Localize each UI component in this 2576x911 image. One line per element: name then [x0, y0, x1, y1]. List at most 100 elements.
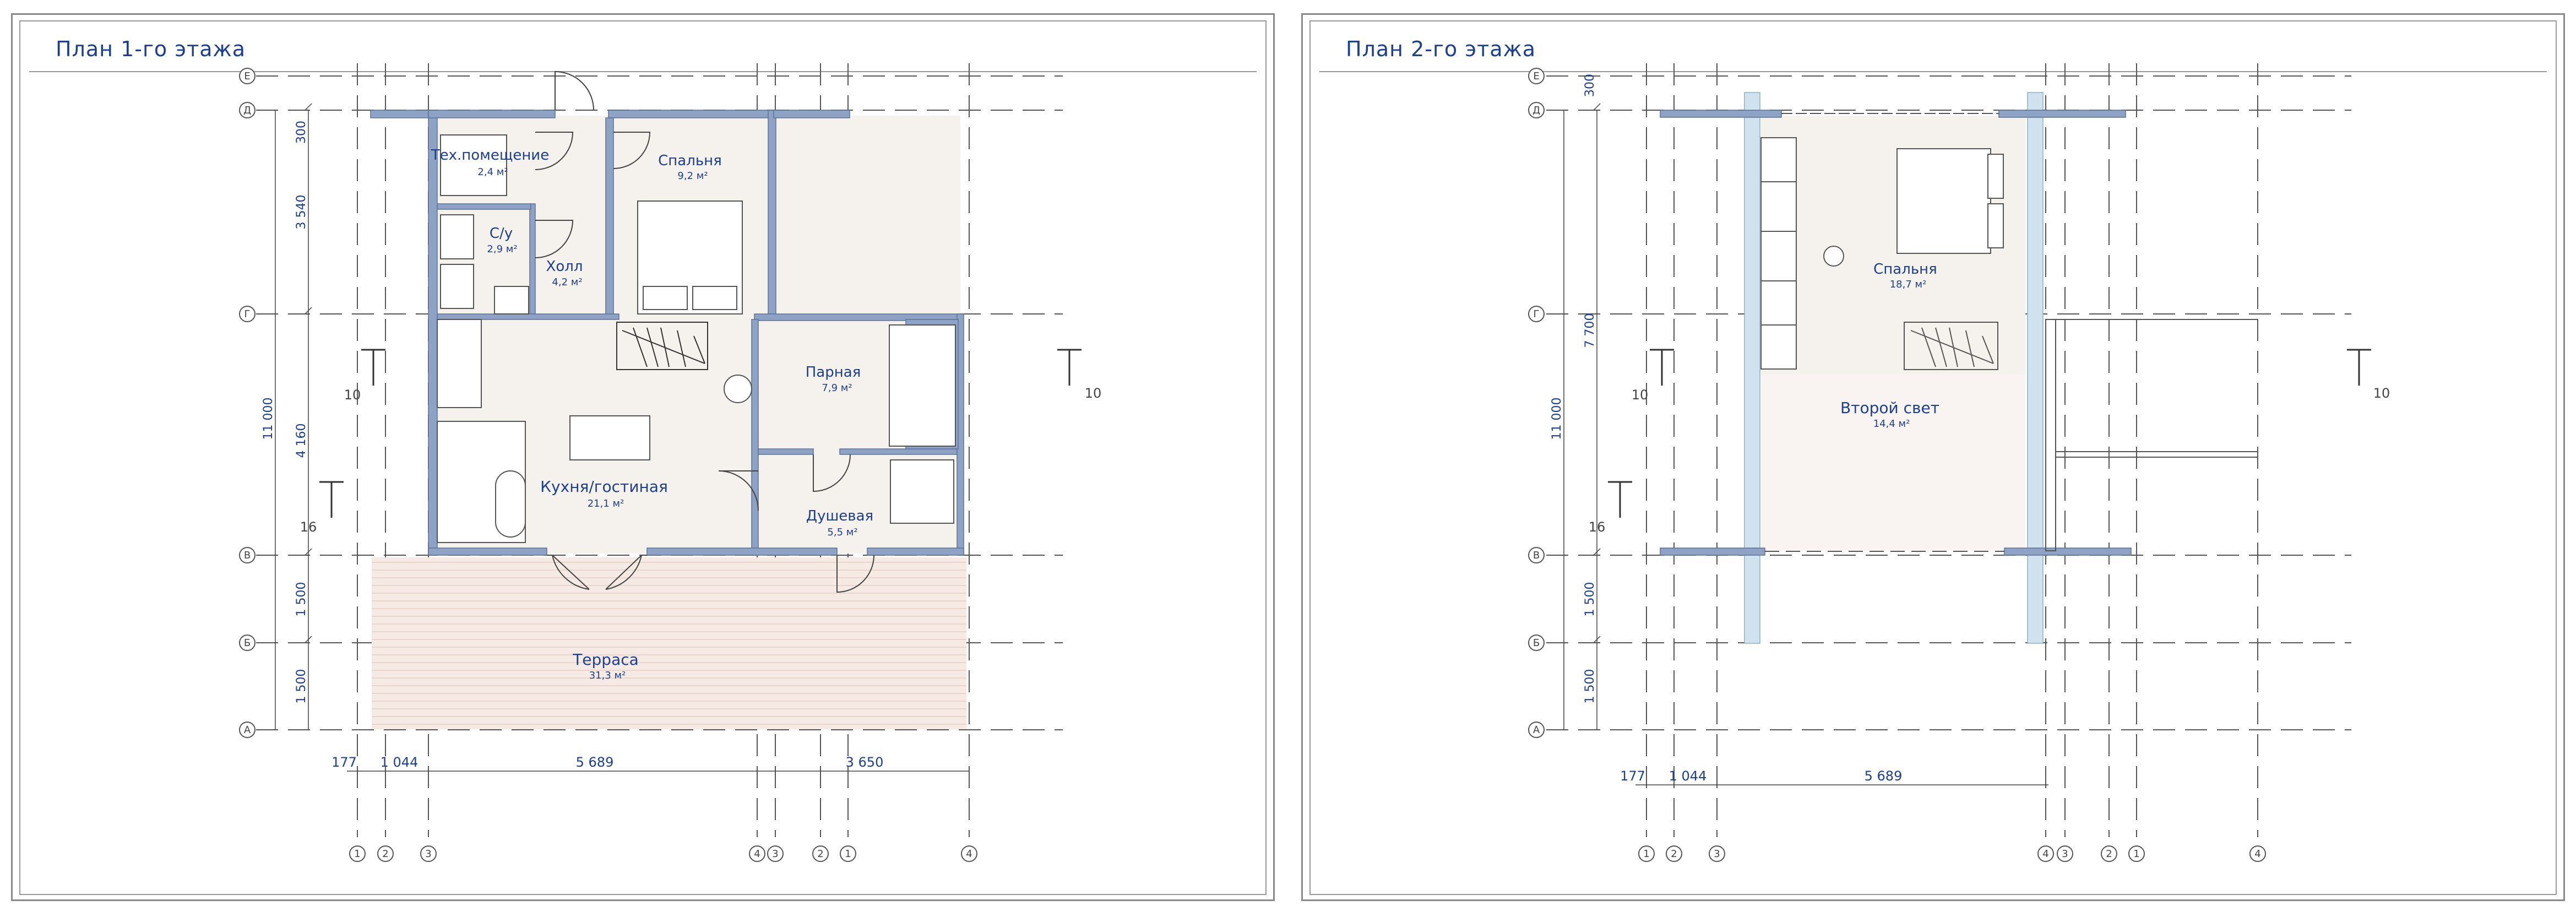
room-area: 31,3 м²	[589, 670, 626, 681]
sheet-frame	[1309, 20, 2557, 895]
sheet-title: План 1-го этажа	[56, 37, 246, 61]
axis-marker: Д	[239, 102, 256, 118]
svg-text:16: 16	[1589, 519, 1606, 535]
bed	[1896, 148, 2004, 254]
svg-text:11 000: 11 000	[1550, 398, 1564, 440]
svg-text:В: В	[1533, 550, 1540, 561]
svg-text:4: 4	[754, 848, 760, 860]
svg-text:1 500: 1 500	[1583, 669, 1597, 704]
room-name: Второй свет	[1840, 399, 1939, 417]
room-name: Терраса	[572, 650, 639, 669]
svg-text:Г: Г	[1534, 308, 1540, 320]
axis-markers-rows: Е Д Г В Б А	[239, 68, 256, 738]
title-divider	[1319, 71, 2547, 72]
svg-text:Е: Е	[244, 71, 250, 82]
axis-markers-cols: 1 2 3 4 3 2 1 4	[1638, 845, 2266, 862]
room-area: 2,4 м²	[477, 166, 508, 178]
svg-text:10: 10	[1085, 386, 1102, 401]
svg-text:3 650: 3 650	[846, 755, 884, 770]
room-area: 5,5 м²	[827, 527, 857, 538]
chair	[1823, 246, 1844, 267]
room-area: 14,4 м²	[1873, 418, 1910, 430]
svg-text:1: 1	[354, 848, 360, 860]
axis-marker: В	[239, 547, 256, 563]
svg-text:Е: Е	[1533, 71, 1539, 82]
svg-text:1: 1	[845, 848, 851, 860]
svg-text:10: 10	[2373, 386, 2390, 401]
svg-text:Б: Б	[1533, 637, 1540, 649]
dimension-left	[1563, 103, 1601, 730]
room-area: 21,1 м²	[588, 498, 624, 509]
svg-text:5 689: 5 689	[1865, 768, 1903, 784]
wardrobe	[1760, 137, 1797, 370]
room-name: С/у	[490, 225, 513, 242]
svg-text:2: 2	[382, 848, 388, 860]
terrace-deck	[372, 557, 966, 729]
svg-text:177: 177	[1620, 768, 1645, 784]
axis-marker: Г	[239, 306, 256, 322]
axis-marker: А	[239, 722, 256, 738]
svg-text:10: 10	[344, 387, 361, 403]
svg-text:5 689: 5 689	[576, 755, 614, 770]
svg-text:В: В	[244, 550, 251, 561]
svg-text:4: 4	[966, 848, 972, 860]
svg-text:1 044: 1 044	[381, 755, 419, 770]
svg-text:3: 3	[2062, 848, 2068, 860]
svg-text:3: 3	[772, 848, 778, 860]
svg-text:1: 1	[2133, 848, 2139, 860]
svg-text:11 000: 11 000	[262, 398, 275, 440]
svg-text:Г: Г	[244, 308, 251, 320]
svg-text:2: 2	[817, 848, 823, 860]
second-floor-lines	[1765, 113, 2258, 552]
svg-text:16: 16	[300, 519, 317, 535]
second-light-void	[1761, 375, 2025, 551]
axis-markers-rows: Е Д Г В Б А	[1528, 68, 1545, 738]
svg-text:10: 10	[1632, 387, 1649, 403]
svg-text:4: 4	[2042, 848, 2048, 860]
section-markers	[1608, 349, 2371, 518]
title-divider	[29, 71, 1257, 72]
room-name: Спальня	[1873, 261, 1937, 278]
room-name: Спальня	[658, 153, 722, 169]
svg-text:4: 4	[2254, 848, 2260, 860]
svg-text:Д: Д	[243, 105, 251, 116]
sauna-bench	[889, 324, 956, 447]
dimension-left	[275, 103, 312, 730]
svg-text:А: А	[1533, 724, 1540, 736]
svg-text:1 044: 1 044	[1669, 768, 1707, 784]
room-labels: Тех.помещение 2,4 м² Спальня 9,2 м² С/у …	[431, 147, 873, 681]
room-area: 2,9 м²	[487, 243, 517, 255]
room-area: 4,2 м²	[552, 276, 582, 288]
svg-text:4 160: 4 160	[295, 424, 308, 458]
plan-floor-1: Е Д Г В Б А 1 2 3 4 3 2 1 4	[239, 63, 1102, 862]
svg-text:Б: Б	[244, 637, 251, 649]
svg-text:А: А	[244, 724, 251, 736]
stair	[616, 322, 708, 370]
section-markers	[319, 349, 1082, 518]
room-name: Холл	[546, 258, 583, 275]
svg-text:1 500: 1 500	[295, 582, 308, 617]
svg-text:3: 3	[425, 848, 431, 860]
svg-text:1 500: 1 500	[1583, 582, 1597, 617]
doors	[535, 71, 874, 593]
room-name: Душевая	[806, 508, 873, 524]
room-name: Тех.помещение	[431, 147, 549, 164]
svg-text:300: 300	[295, 121, 308, 144]
plan-floor-2: Е Д Г В Б А 1 2 3 4 3 2 1 4	[1528, 63, 2390, 862]
svg-text:300: 300	[1583, 74, 1597, 97]
svg-text:2: 2	[2106, 848, 2112, 860]
room-name: Парная	[806, 364, 861, 381]
room-area: 9,2 м²	[677, 170, 708, 182]
svg-text:3 540: 3 540	[295, 195, 308, 230]
axis-marker: Е	[239, 68, 256, 84]
svg-text:Д: Д	[1532, 105, 1540, 116]
room-labels: Спальня 18,7 м² Второй свет 14,4 м²	[1840, 261, 1939, 430]
walls	[1660, 110, 2132, 556]
svg-text:2: 2	[1671, 848, 1677, 860]
sheet-frame	[19, 20, 1267, 895]
svg-text:1: 1	[1643, 848, 1649, 860]
kitchen-furniture	[437, 134, 954, 543]
bed	[637, 200, 743, 314]
svg-text:177: 177	[331, 755, 357, 770]
